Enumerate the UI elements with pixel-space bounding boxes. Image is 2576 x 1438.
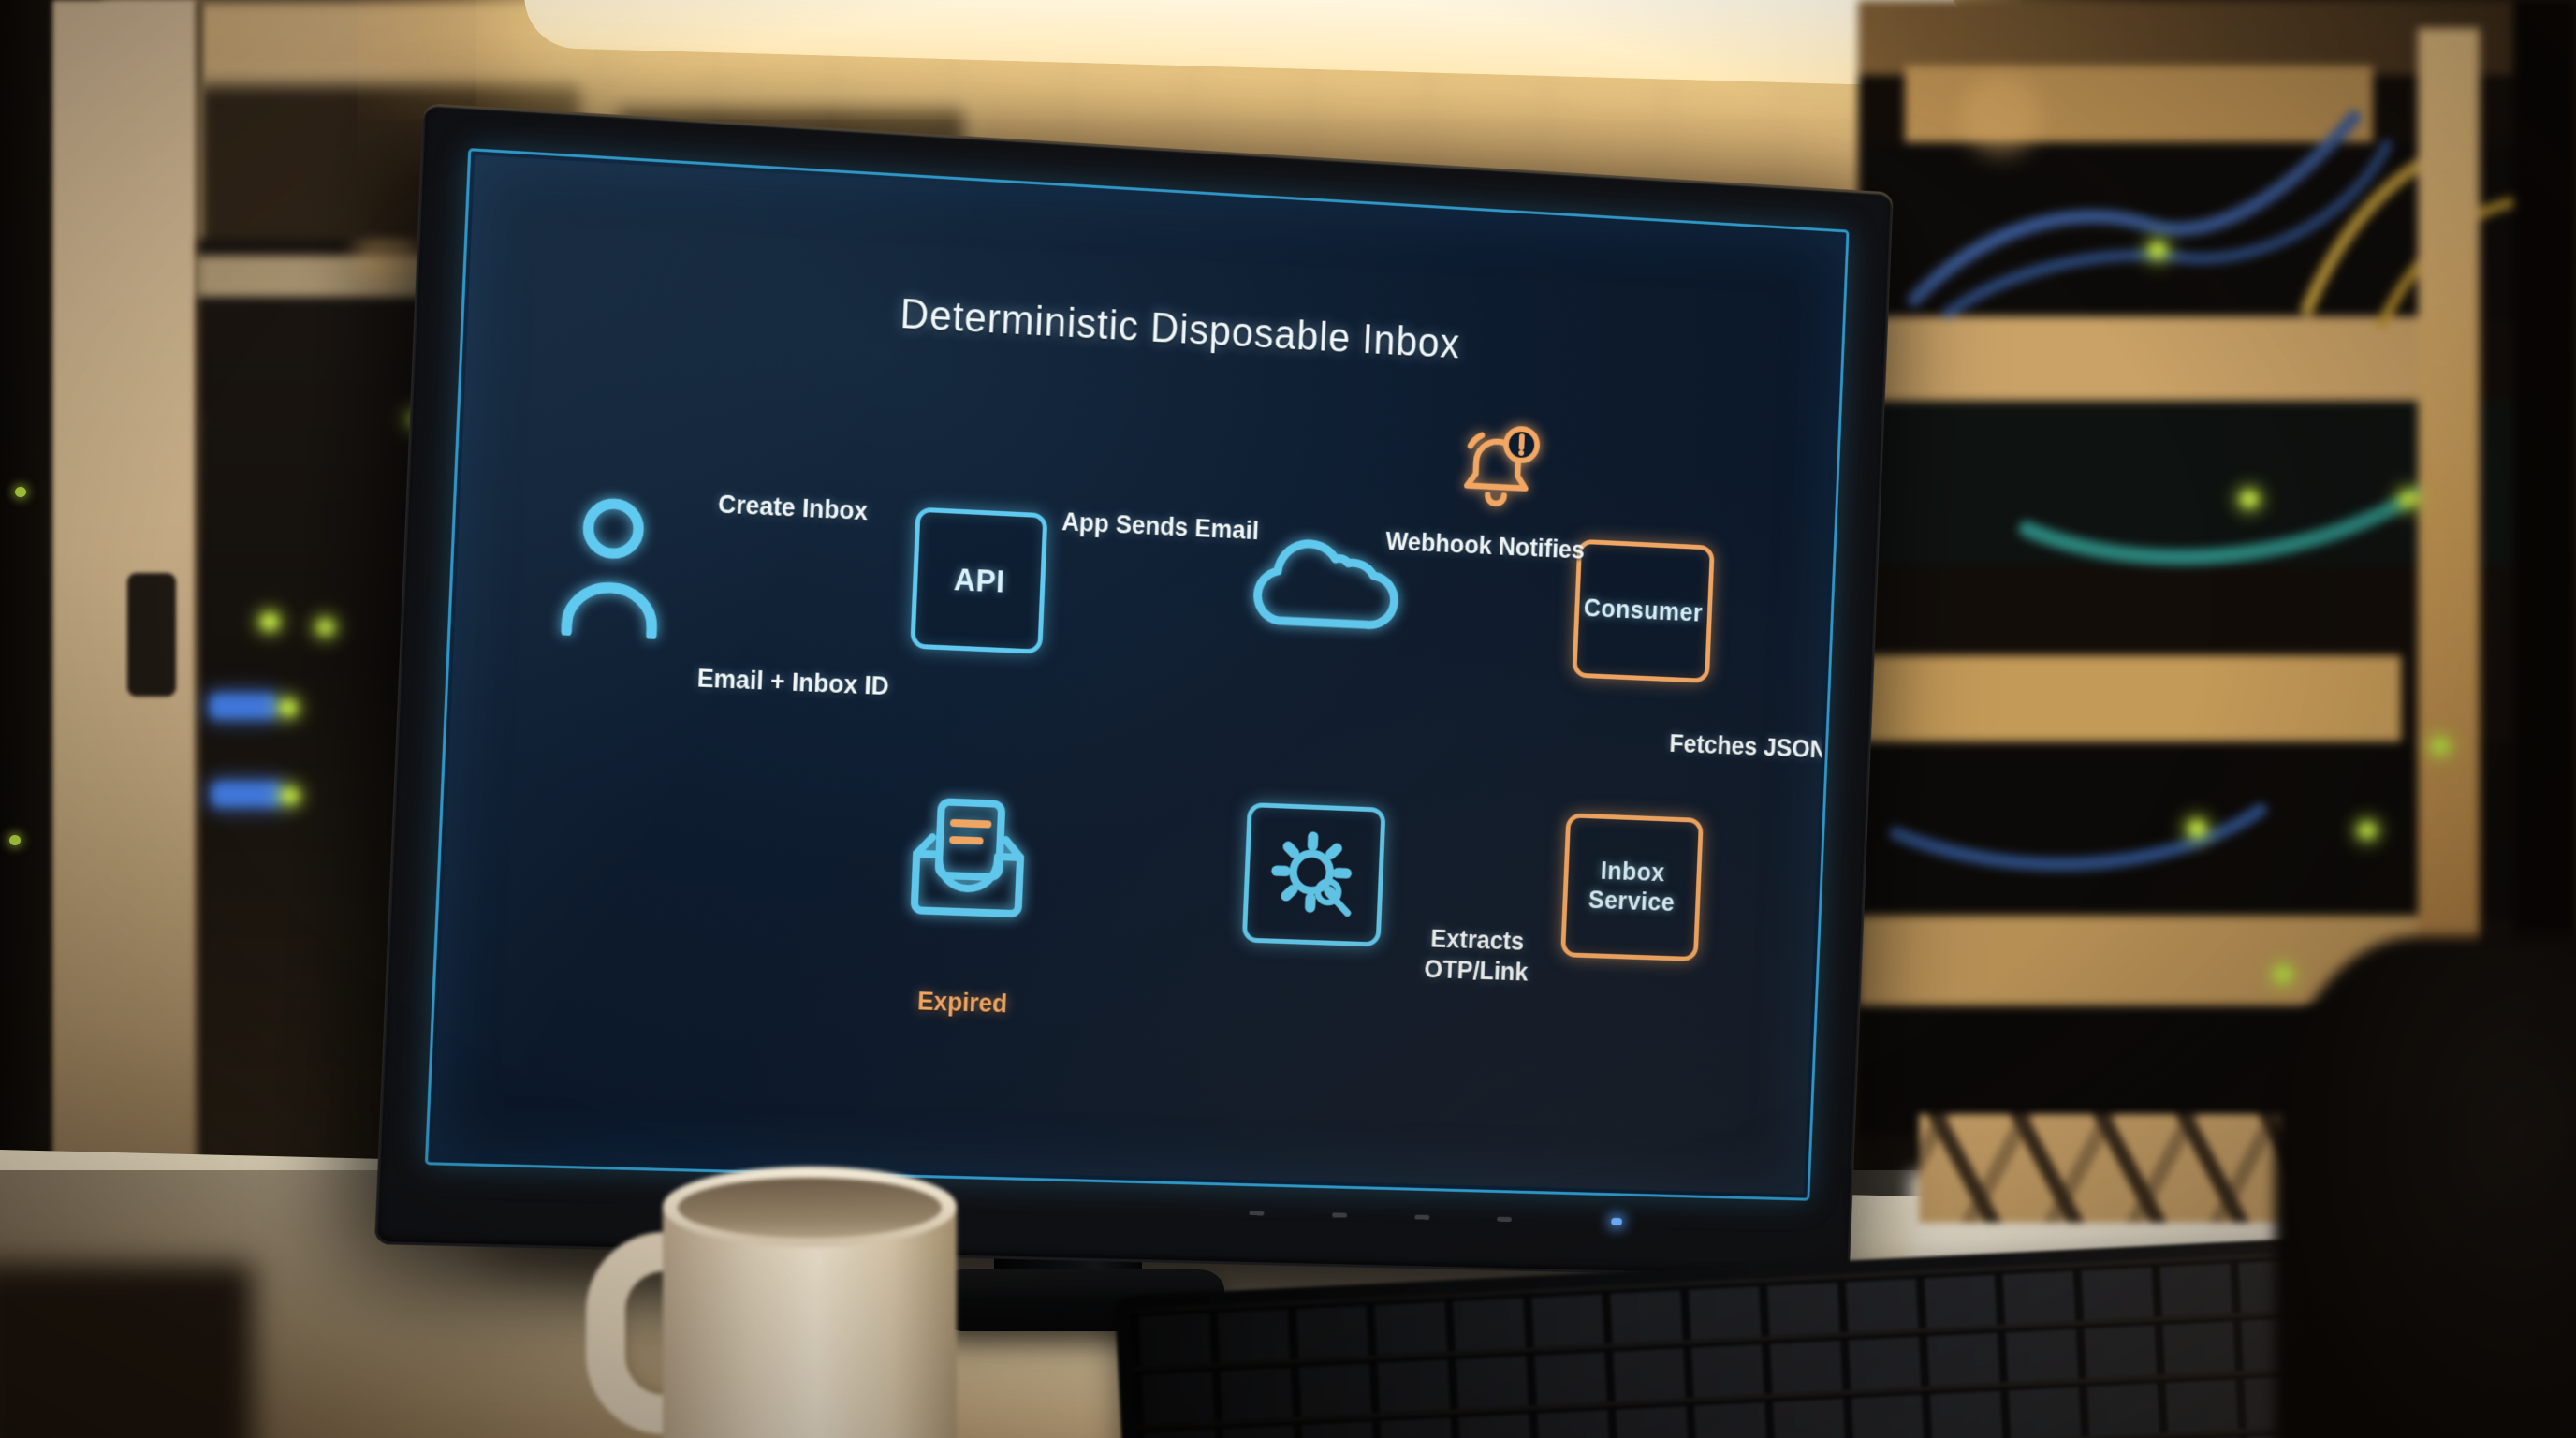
monitor: Deterministic Disposable Inbox API: [374, 103, 1894, 1279]
node-inbox-service: Inbox Service: [1560, 813, 1704, 962]
edge-fetches-json-arrow: [1635, 687, 1640, 798]
coffee-mug: [586, 1167, 957, 1438]
door-handle: [127, 573, 176, 697]
node-processor: [1241, 802, 1386, 947]
edge-app-sends-email-arrow: [1056, 557, 1237, 565]
bezel-controls: [1249, 1201, 1633, 1239]
osd-button: [1497, 1216, 1513, 1223]
bell-alert-icon: [1449, 418, 1544, 518]
mug-opening: [678, 1178, 942, 1238]
person-icon: [552, 490, 670, 639]
status-led: [2431, 738, 2450, 755]
monitor-screen: Deterministic Disposable Inbox API: [425, 148, 1850, 1201]
corner-shadow: [0, 1264, 253, 1438]
node-expired-label: Expired: [916, 986, 1008, 1018]
server-led-bar: [212, 782, 283, 807]
status-led: [2148, 242, 2167, 258]
edge-expires-arrow: [1069, 861, 1237, 868]
chair-silhouette: [2275, 936, 2576, 1438]
status-led: [2358, 822, 2377, 839]
osd-button: [1332, 1212, 1348, 1218]
osd-button: [1249, 1211, 1265, 1216]
node-inbox-service-label: Inbox Service: [1588, 857, 1676, 917]
osd-button: [1414, 1214, 1430, 1220]
status-led: [2274, 966, 2292, 983]
status-led: [279, 699, 298, 716]
server-led-bar: [210, 694, 277, 719]
status-led: [316, 619, 335, 636]
status-led: [2399, 491, 2418, 507]
node-consumer-label: Consumer: [1583, 594, 1704, 627]
node-consumer: Consumer: [1572, 538, 1715, 683]
status-led: [15, 487, 26, 497]
inbox-tray-icon: [900, 795, 1035, 920]
edge-webhook-notifies-arrow: [1402, 577, 1560, 584]
node-api-label: API: [952, 561, 1006, 599]
edge-extracts-otp-label: Extracts OTP/Link: [1423, 924, 1529, 987]
edge-extracts-otp-arrow: [1402, 873, 1556, 879]
status-led: [9, 835, 21, 845]
status-led: [260, 613, 279, 630]
node-api: API: [910, 506, 1048, 654]
status-led: [2188, 820, 2206, 837]
status-led: [2240, 491, 2259, 507]
flow-diagram: Deterministic Disposable Inbox API: [432, 155, 1842, 1195]
cloud-icon: [1241, 524, 1402, 641]
edge-email-inbox-id-arrow: [692, 623, 905, 632]
power-led: [1611, 1217, 1623, 1226]
rack-rail: [2418, 28, 2480, 1086]
status-led: [281, 787, 300, 804]
gear-search-icon: [1264, 825, 1364, 925]
edge-create-inbox-arrow: [680, 539, 891, 550]
light-bokeh: [1961, 75, 2042, 155]
